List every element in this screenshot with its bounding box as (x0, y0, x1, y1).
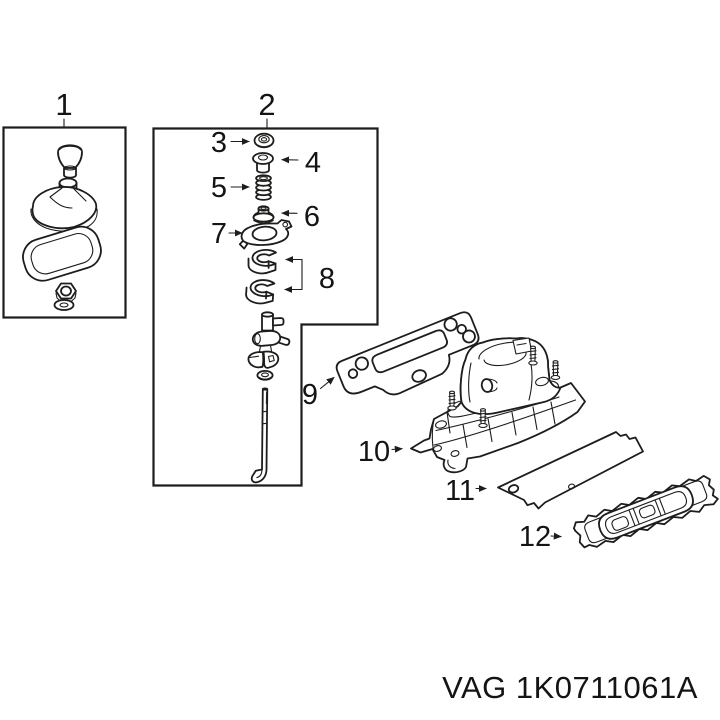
callout-12-arrow (550, 532, 562, 540)
flat-washer (53, 299, 75, 311)
stop-bushing (252, 205, 275, 224)
kit-box-1-frame (2, 126, 127, 319)
cam-plate (238, 219, 293, 250)
callout-1-label: 1 (55, 87, 72, 122)
shift-lever (247, 311, 291, 369)
callout-5-label: 5 (211, 172, 227, 204)
callout-10-label: 10 (358, 436, 390, 468)
callout-8-label: 8 (319, 263, 335, 295)
kit-box-1: 1 (2, 87, 127, 319)
callout-9-label: 9 (302, 379, 318, 411)
clamp-clip-upper (247, 248, 277, 275)
callout-12-label: 12 (519, 521, 551, 553)
callout-11-label: 11 (445, 475, 475, 507)
insulator-plate (497, 431, 644, 510)
trim-frame (573, 474, 719, 549)
callout-3-label: 3 (211, 127, 227, 159)
mounting-studs (447, 345, 561, 429)
hex-nut (55, 282, 77, 303)
callout-6-label: 6 (304, 201, 320, 233)
flanged-bushing (252, 152, 274, 174)
clamp-clip-lower (245, 279, 276, 305)
shifter-housing (410, 337, 586, 474)
part-number-caption: VAG 1K0711061A (442, 670, 698, 705)
gasket-plate (335, 311, 480, 396)
callout-2-label: 2 (258, 87, 275, 122)
shift-boot (30, 177, 98, 232)
spring-stack (255, 174, 272, 201)
washer-grommet (253, 132, 275, 149)
shift-knob (57, 144, 83, 179)
callout-8-bracket (284, 256, 303, 293)
callout-4-label: 4 (305, 147, 321, 179)
pivot-ring (256, 369, 274, 381)
parts-box-2-frame (152, 127, 379, 487)
callout-7-label: 7 (211, 218, 227, 250)
shift-rod (250, 387, 269, 484)
parts-box-2: 2 3 4 5 6 (152, 87, 379, 487)
callout-10-arrow (391, 445, 403, 453)
boot-seal-ring (22, 225, 102, 282)
callout-9-arrow (319, 376, 335, 390)
